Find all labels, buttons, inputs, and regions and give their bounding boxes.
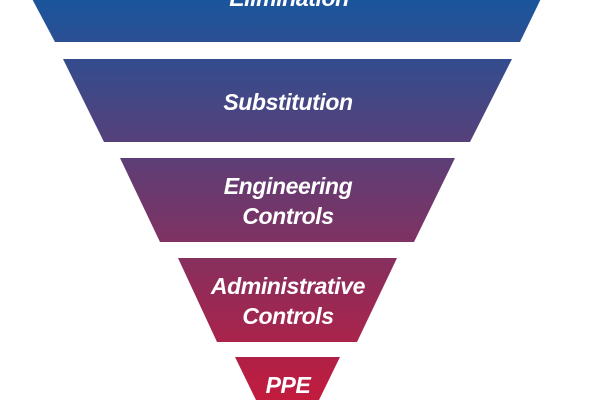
tier-administrative-controls-label-line-2: Controls [242,303,333,329]
tier-engineering-controls-band [120,158,455,242]
tier-ppe-band [235,357,340,400]
tier-substitution-band [63,59,512,142]
tier-ppe: PPE [235,357,340,400]
tier-substitution: Substitution [63,59,512,142]
tier-ppe-label: PPE [266,372,312,398]
tier-substitution-label: Substitution [223,89,353,115]
tier-engineering-controls-label-line-1: Engineering [224,173,353,199]
tier-elimination: Elimination [32,0,541,42]
tier-administrative-controls-label-line-1: Administrative [210,273,366,299]
tier-elimination-label: Elimination [229,0,349,11]
tier-engineering-controls-label-line-2: Controls [242,203,333,229]
tier-administrative-controls-band [178,258,397,342]
tier-elimination-band [32,0,541,42]
tier-administrative-controls: Administrative Controls [178,258,397,342]
tier-engineering-controls: Engineering Controls [120,158,455,242]
